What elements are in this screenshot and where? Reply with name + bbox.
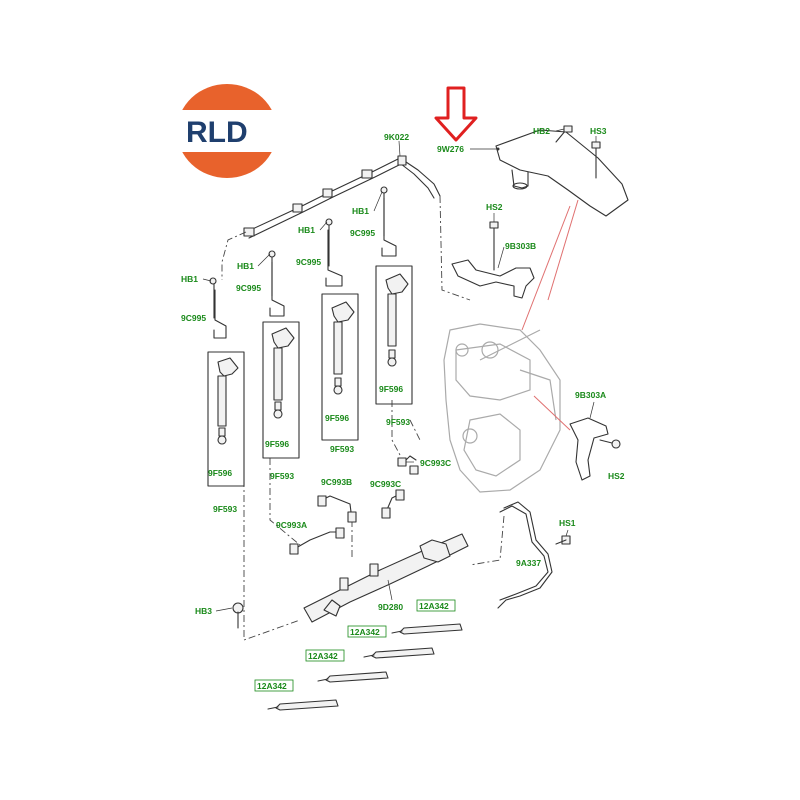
label-hb2: HB2: [533, 126, 550, 136]
label-9w276: 9W276: [437, 144, 464, 154]
label-hb1-b: HB1: [237, 261, 254, 271]
highlight-arrow-icon: [434, 86, 478, 142]
label-9f593-d: 9F593: [386, 417, 410, 427]
label-hs3: HS3: [590, 126, 607, 136]
label-hb1-a: HB1: [181, 274, 198, 284]
bracket-9b303a: [569, 401, 621, 481]
label-9f593-c: 9F593: [330, 444, 354, 454]
bracket-9b303b: [451, 221, 535, 299]
label-9c995-a: 9C995: [181, 313, 206, 323]
label-leaders: [202, 128, 597, 612]
label-12a342-d: 12A342: [257, 681, 287, 691]
logo-text: RLD: [186, 116, 248, 149]
label-9f596-c: 9F596: [325, 413, 349, 423]
label-12a342-b: 12A342: [350, 627, 380, 637]
part-labels: 9K022 9W276 HB2 HS3 HS2 9B303B HB1 9C995…: [181, 126, 625, 692]
label-hb1-d: HB1: [352, 206, 369, 216]
label-hs2-right: HS2: [608, 471, 625, 481]
label-9b303a: 9B303A: [575, 390, 606, 400]
label-9f593-b: 9F593: [270, 471, 294, 481]
label-9c993c-a: 9C993C: [420, 458, 451, 468]
label-9a337: 9A337: [516, 558, 541, 568]
injector-1: [207, 277, 245, 487]
bolt-hb3: [232, 602, 244, 629]
fuel-pump-ghost: [443, 323, 561, 493]
dashed-assembly-outline: [221, 195, 505, 641]
fuel-rail-9d280: [303, 533, 469, 623]
label-9f593-a: 9F593: [213, 504, 237, 514]
glow-plugs: [267, 623, 463, 711]
label-9c993a: 9C993A: [276, 520, 307, 530]
label-9c993c-b: 9C993C: [370, 479, 401, 489]
label-12a342-c: 12A342: [308, 651, 338, 661]
label-9c995-c: 9C995: [296, 257, 321, 267]
label-9k022: 9K022: [384, 132, 409, 142]
injector-3: [321, 218, 359, 441]
label-12a342-a: 12A342: [419, 601, 449, 611]
label-hb3: HB3: [195, 606, 212, 616]
injector-2: [262, 250, 300, 459]
label-9c993b: 9C993B: [321, 477, 352, 487]
label-9f596-d: 9F596: [379, 384, 403, 394]
label-hs1: HS1: [559, 518, 576, 528]
injector-4: [375, 186, 413, 405]
label-9f596-a: 9F596: [208, 468, 232, 478]
label-hs2-top: HS2: [486, 202, 503, 212]
label-9c995-d: 9C995: [350, 228, 375, 238]
heat-shield-9w276: [470, 125, 629, 217]
label-9f596-b: 9F596: [265, 439, 289, 449]
rld-logo: RLD: [172, 84, 282, 178]
hp-pipes: [289, 455, 419, 555]
label-9b303b: 9B303B: [505, 241, 536, 251]
highlight-leaders: [521, 199, 579, 431]
label-hb1-c: HB1: [298, 225, 315, 235]
label-9d280: 9D280: [378, 602, 403, 612]
label-9c995-b: 9C995: [236, 283, 261, 293]
fuel-pipe-9k022: [243, 140, 441, 239]
